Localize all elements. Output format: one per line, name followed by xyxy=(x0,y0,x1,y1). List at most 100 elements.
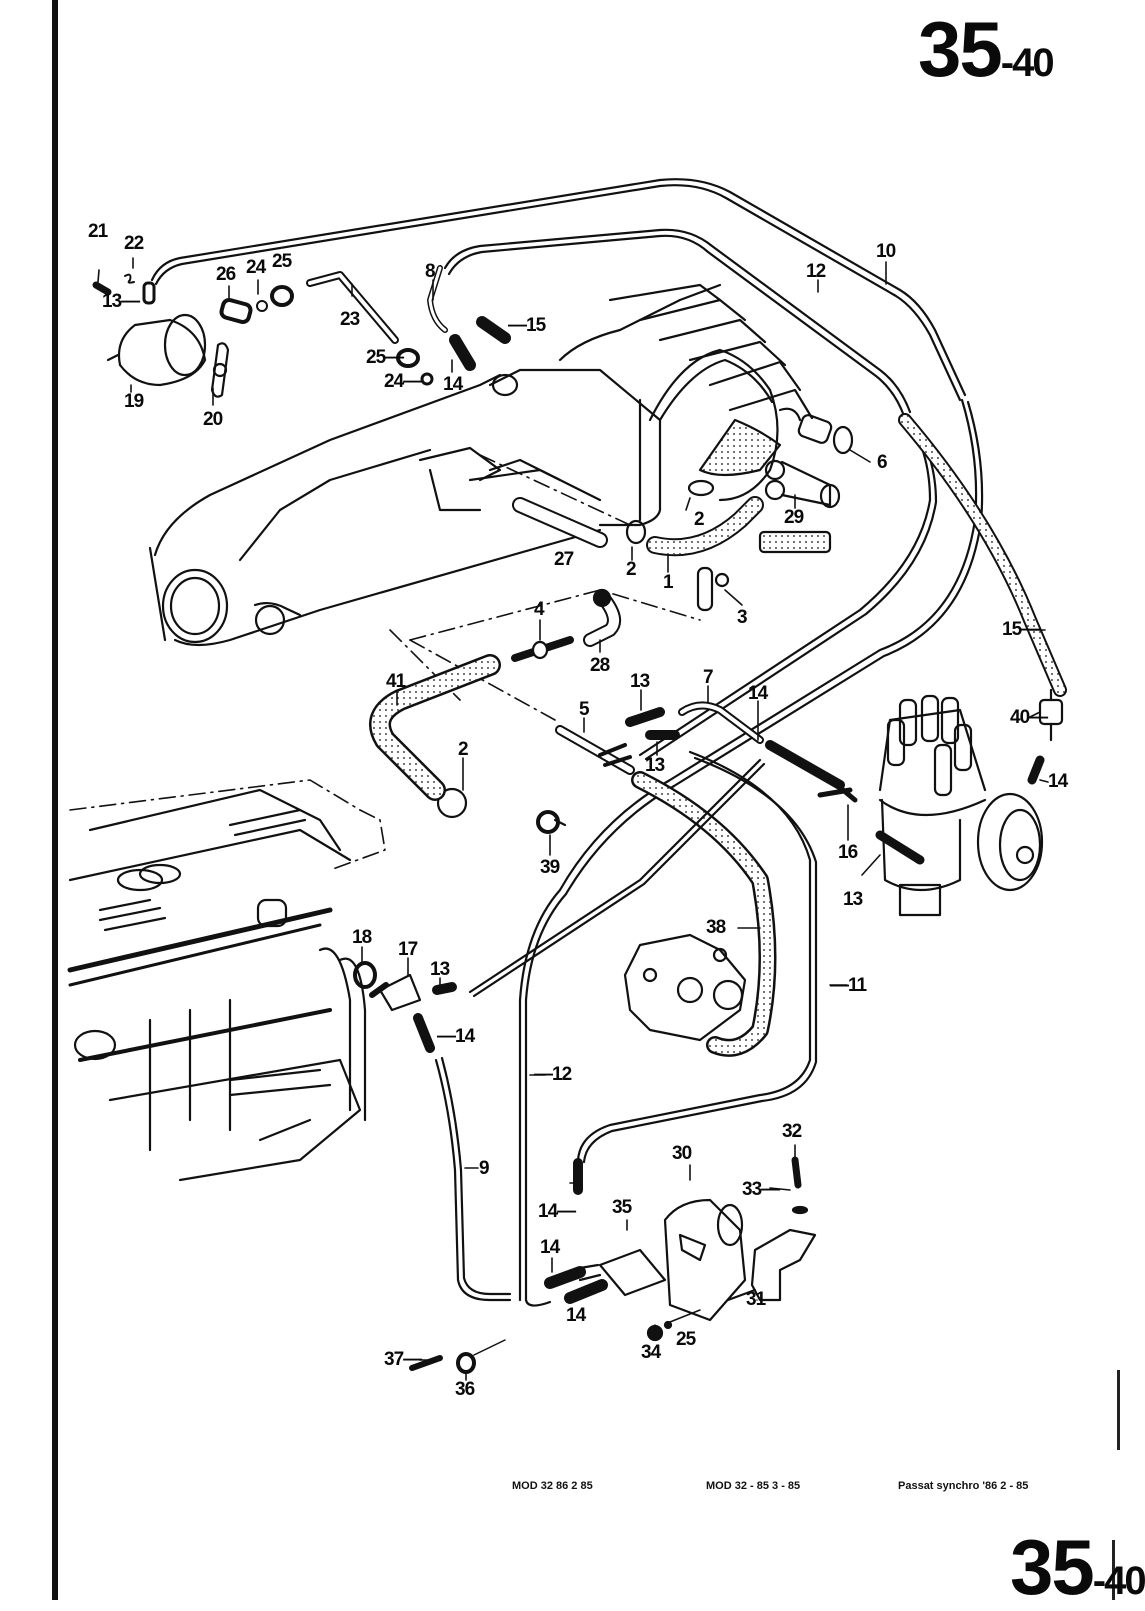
callout-24: 24 xyxy=(246,257,266,278)
callout-14: 14 xyxy=(443,374,463,395)
ignition-distributor xyxy=(875,694,1044,917)
air-collector-fins xyxy=(608,283,814,420)
footer-model-ref-3: Passat synchro '86 2 - 85 xyxy=(898,1480,1029,1492)
part-35-valve-block xyxy=(578,1248,667,1297)
callout-20: 20 xyxy=(203,409,223,430)
callout-22: 22 xyxy=(124,233,144,254)
callout-41: 41 xyxy=(386,671,406,692)
callout-leader-lines xyxy=(97,257,1049,1381)
section-minor: -40 xyxy=(1092,1559,1145,1603)
callout-34: 34 xyxy=(641,1342,661,1363)
tube-part-texture xyxy=(760,532,830,552)
callout-14: 14 xyxy=(566,1305,586,1326)
callout-14: —14 xyxy=(437,1026,475,1047)
hose-13 xyxy=(432,982,457,995)
exploded-parts-diagram xyxy=(67,178,1067,1381)
callout-37: 37— xyxy=(384,1349,422,1370)
callout-8: 8 xyxy=(425,261,436,282)
clamp-2 xyxy=(436,787,468,819)
part-24-washer xyxy=(420,372,434,386)
hose-15-outline xyxy=(898,413,1067,697)
intake-manifold xyxy=(148,373,602,647)
leader-line xyxy=(473,1339,506,1356)
vacuum-line xyxy=(472,762,766,998)
callout-25: 25 xyxy=(676,1329,696,1350)
callout-25: 25— xyxy=(366,347,404,368)
page-left-border xyxy=(52,0,58,1600)
callout-32: 32 xyxy=(782,1121,802,1142)
page-right-border-mark xyxy=(1112,1540,1115,1600)
callout-12: 12 xyxy=(806,261,826,282)
hose-1-texture xyxy=(648,498,762,555)
callout-19: 19 xyxy=(124,391,144,412)
page-right-border-mark xyxy=(1117,1370,1120,1450)
part-28-elbow xyxy=(583,588,621,647)
callout-30: 30 xyxy=(672,1143,692,1164)
section-major: 35 xyxy=(918,5,1003,93)
callout-36: 36 xyxy=(455,1379,475,1400)
callout-5: 5 xyxy=(579,699,590,720)
part-30-switch xyxy=(663,1198,747,1322)
part-25-nut xyxy=(396,348,420,368)
hose-15 xyxy=(476,316,511,344)
callout-38: 38 xyxy=(706,917,726,938)
pressure-regulator xyxy=(623,933,747,1042)
callout-29: 29 xyxy=(784,507,804,528)
part-32-screw xyxy=(791,1156,802,1189)
clip-39 xyxy=(536,810,567,834)
callout-13: 13 xyxy=(843,889,863,910)
callout-13: 13— xyxy=(102,291,140,312)
part-3-t-piece xyxy=(696,566,730,612)
callout-11: —11 xyxy=(830,975,867,996)
hose-13 xyxy=(142,281,156,305)
callout-16: 16 xyxy=(838,842,858,863)
part-25-nut xyxy=(270,285,294,307)
hose-13 xyxy=(625,707,665,727)
hose-14 xyxy=(544,1266,586,1289)
callout-2: 2 xyxy=(694,509,705,530)
callout-2: 2 xyxy=(626,559,637,580)
vacuum-line-12-upper xyxy=(443,228,912,418)
callout-31: 31 xyxy=(746,1289,766,1310)
callout-13: 13 xyxy=(430,959,450,980)
callout-33: 33— xyxy=(742,1179,780,1200)
part-6-cap xyxy=(778,407,854,455)
callout-40: 40— xyxy=(1010,707,1048,728)
callout-4: 4 xyxy=(534,599,545,620)
callout-14: 14 xyxy=(748,683,768,704)
engine-block xyxy=(67,788,367,1182)
callout-21: 21 xyxy=(88,221,108,242)
part-24-washer xyxy=(256,300,268,312)
callout-39: 39 xyxy=(540,857,560,878)
callout-27: 27 xyxy=(554,549,574,570)
callout-12: —12 xyxy=(534,1064,572,1085)
clamp-2 xyxy=(687,479,715,497)
part-18-plug xyxy=(353,961,377,989)
callout-2: 2 xyxy=(458,739,469,760)
part-16-connector xyxy=(817,772,858,803)
callout-28: 28 xyxy=(590,655,610,676)
callout-10: 10 xyxy=(876,241,896,262)
part-22-clip xyxy=(124,273,135,284)
line-9 xyxy=(434,1056,512,1302)
callout-13: 13 xyxy=(630,671,650,692)
callout-14: 14— xyxy=(538,1201,576,1222)
hose-14 xyxy=(413,1013,435,1053)
callout-35: 35 xyxy=(612,1197,632,1218)
part-21-bolt xyxy=(92,281,112,296)
footer-model-ref-1: MOD 32 86 2 85 xyxy=(512,1480,593,1492)
footer-model-ref-2: MOD 32 - 85 3 - 85 xyxy=(706,1480,801,1492)
callout-6: 6 xyxy=(877,452,888,473)
vacuum-line-12-loop xyxy=(518,398,984,1302)
callout-15: 15— xyxy=(1002,619,1040,640)
callout-3: 3 xyxy=(737,607,748,628)
part-26-fitting xyxy=(219,298,253,324)
clamp-2 xyxy=(625,519,647,545)
hose-38-texture xyxy=(633,773,774,1055)
part-17-sensor xyxy=(369,973,422,1012)
part-40-filter xyxy=(1027,688,1064,785)
hose-41-texture xyxy=(371,656,499,799)
callout-14: 14 xyxy=(1048,771,1068,792)
section-number-top: 35-40 xyxy=(918,10,1055,88)
callout-24: 24— xyxy=(384,371,422,392)
